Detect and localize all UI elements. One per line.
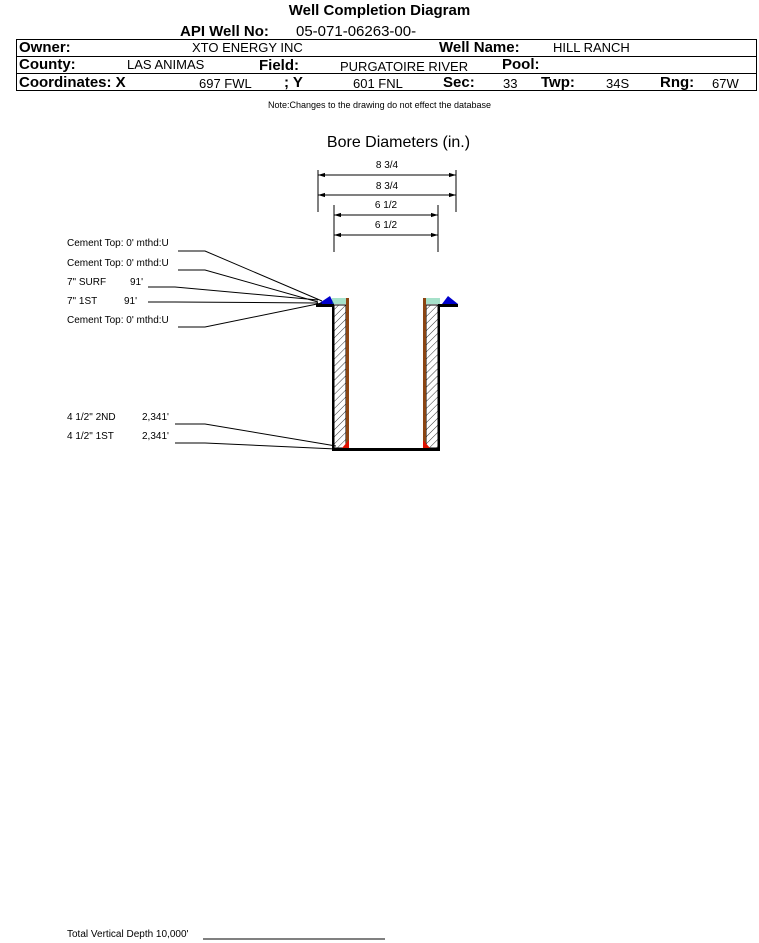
- surf-casing-name: 7" SURF: [67, 277, 107, 288]
- county-value: LAS ANIMAS: [127, 57, 205, 72]
- surf-casing-depth: 91': [130, 277, 144, 288]
- twp-label: Twp:: [541, 74, 575, 91]
- table-row-divider: [16, 56, 757, 57]
- production-casing: [332, 298, 440, 451]
- prod-casing-2-depth: 2,341': [142, 412, 169, 423]
- coord-y-label: ; Y: [284, 74, 303, 91]
- bore-dimension-lines: [317, 170, 457, 252]
- api-well-label: API Well No:: [180, 23, 269, 40]
- cement-top-annotation: Cement Top: 0' mthd:U: [67, 258, 169, 269]
- coord-y-value: 601 FNL: [353, 76, 403, 91]
- sec-value: 33: [503, 76, 518, 91]
- bore-diameter-label: 8 3/4: [375, 160, 399, 171]
- well-name-label: Well Name:: [439, 39, 520, 56]
- bore-diameter-label: 8 3/4: [375, 181, 399, 192]
- table-border-right: [756, 39, 757, 91]
- well-name-value: HILL RANCH: [553, 40, 630, 55]
- diagram-title: Well Completion Diagram: [288, 2, 471, 19]
- cement-top-annotation: Cement Top: 0' mthd:U: [67, 238, 169, 249]
- api-well-value: 05-071-06263-00-: [296, 23, 417, 40]
- county-label: County:: [19, 56, 76, 73]
- rng-value: 67W: [712, 76, 739, 91]
- annotation-leaders: [148, 250, 337, 450]
- well-info-table: Owner: XTO ENERGY INC Well Name: HILL RA…: [16, 39, 757, 91]
- pool-label: Pool:: [502, 56, 540, 73]
- field-label: Field:: [259, 57, 299, 74]
- prod-casing-1-name: 4 1/2" 1ST: [67, 431, 114, 442]
- coord-x-value: 697 FWL: [199, 76, 252, 91]
- field-value: PURGATOIRE RIVER: [340, 59, 469, 74]
- owner-value: XTO ENERGY INC: [192, 40, 303, 55]
- first-casing-name: 7" 1ST: [67, 296, 98, 307]
- first-casing-depth: 91': [124, 296, 138, 307]
- cement-annulus: [333, 304, 439, 449]
- total-vertical-depth: Total Vertical Depth 10,000': [67, 929, 189, 940]
- database-note: Note:Changes to the drawing do not effec…: [268, 100, 491, 110]
- prod-casing-1-depth: 2,341': [142, 431, 169, 442]
- table-row-divider: [16, 73, 757, 74]
- table-border-top: [16, 39, 757, 40]
- surface-casing: [316, 296, 458, 307]
- cement-top-annotation: Cement Top: 0' mthd:U: [67, 315, 169, 326]
- bore-diameter-label: 6 1/2: [374, 200, 398, 211]
- table-border-bottom: [16, 90, 757, 91]
- bore-diameters-title: Bore Diameters (in.): [326, 134, 471, 151]
- prod-casing-2-name: 4 1/2" 2ND: [67, 412, 116, 423]
- table-border-left: [16, 39, 17, 91]
- bore-diameter-label: 6 1/2: [374, 220, 398, 231]
- twp-value: 34S: [606, 76, 630, 91]
- owner-label: Owner:: [19, 39, 71, 56]
- coord-x-label: Coordinates: X: [19, 74, 126, 91]
- sec-label: Sec:: [443, 74, 475, 91]
- rng-label: Rng:: [660, 74, 695, 91]
